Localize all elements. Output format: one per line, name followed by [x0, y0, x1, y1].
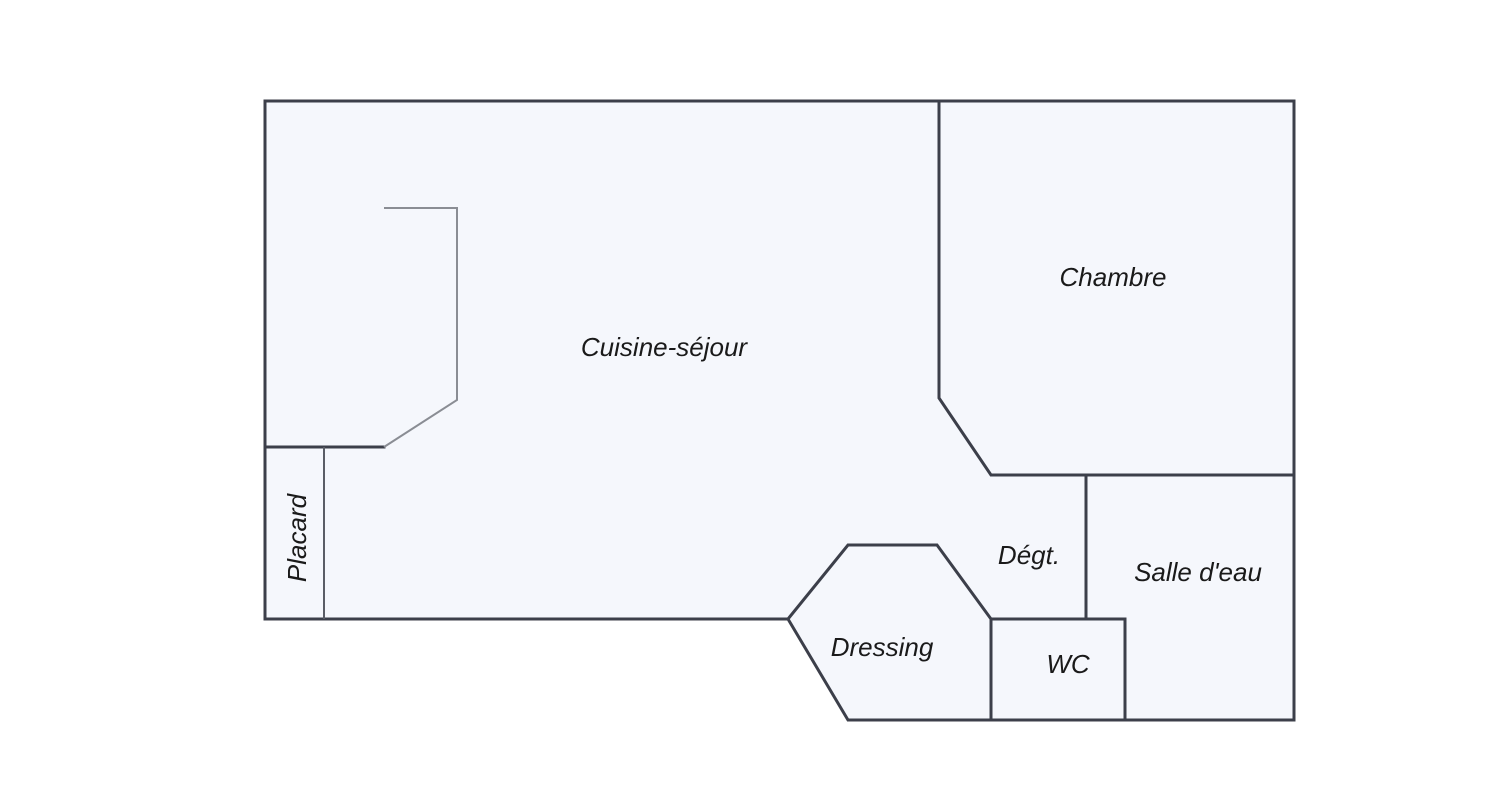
room-label-chambre: Chambre	[1060, 262, 1167, 292]
room-label-placard: Placard	[282, 492, 312, 582]
wc-wall	[989, 617, 1127, 722]
outer-wall	[263, 99, 1296, 722]
chambre-wall	[937, 99, 1296, 477]
floor-area	[265, 101, 1294, 720]
room-label-degagement: Dégt.	[998, 540, 1060, 570]
room-label-cuisine-sejour: Cuisine-séjour	[581, 332, 749, 362]
dressing-wall	[785, 543, 993, 722]
kitchen-counter	[383, 207, 458, 448]
room-label-dressing: Dressing	[831, 632, 934, 662]
room-label-wc: WC	[1046, 649, 1090, 679]
room-label-salle-d-eau: Salle d'eau	[1134, 557, 1262, 587]
